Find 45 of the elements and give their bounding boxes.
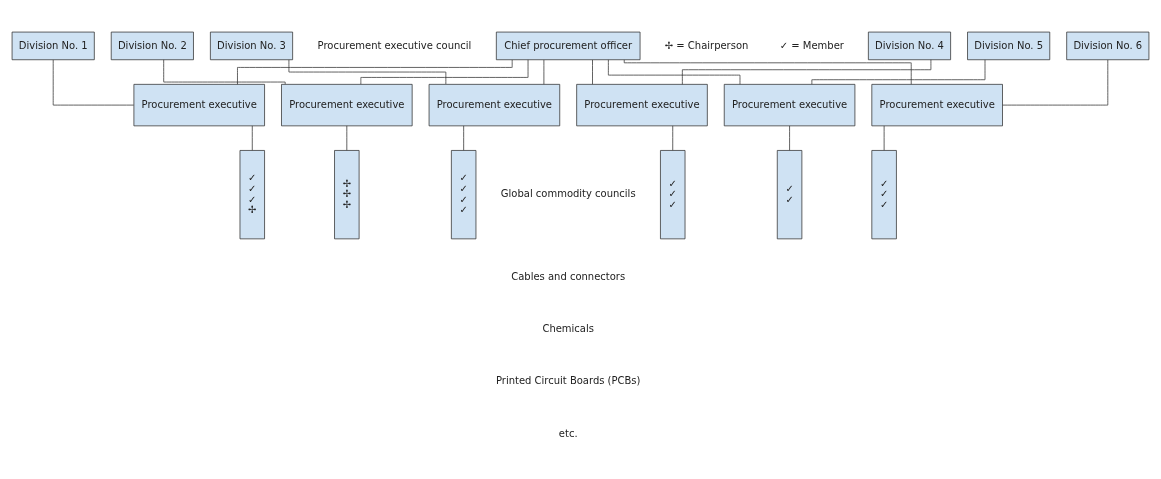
connector	[288, 59, 447, 84]
connector	[463, 125, 465, 151]
node-box: Division No. 2	[110, 31, 194, 60]
node-box: Procurement executive	[871, 83, 1003, 126]
label: Chemicals	[542, 322, 594, 334]
connector	[346, 125, 348, 151]
node-box: ✓ ✓ ✓ ✓	[450, 149, 477, 239]
node-box: ✓ ✓ ✓	[660, 149, 686, 239]
node-box: ✓ ✓ ✓ ✢	[239, 149, 265, 239]
node-box: Procurement executive	[723, 83, 856, 126]
node-box: Division No. 5	[967, 31, 1051, 60]
label: ✓ = Member	[779, 39, 844, 51]
node-box: Division No. 4	[868, 31, 951, 60]
node-box: ✢ ✢ ✢	[334, 149, 360, 239]
connector	[251, 125, 253, 151]
connector	[1002, 59, 1109, 105]
connector	[811, 58, 986, 85]
label: Printed Circuit Boards (PCBs)	[495, 374, 641, 386]
connector	[360, 58, 529, 84]
label: Procurement executive council	[317, 39, 472, 51]
connector	[52, 59, 135, 105]
connector	[163, 58, 286, 85]
node-box: ✓ ✓ ✓	[871, 149, 897, 239]
connector	[237, 59, 513, 85]
node-box: Procurement executive	[281, 83, 413, 126]
node-box: Division No. 6	[1066, 31, 1150, 60]
label: Cables and connectors	[511, 270, 626, 282]
node-box: ✓ ✓	[776, 149, 803, 239]
node-box: Procurement executive	[133, 83, 265, 126]
node-box: Procurement executive	[576, 83, 708, 126]
connector	[543, 59, 545, 85]
connector	[623, 59, 912, 85]
connector	[672, 125, 674, 151]
label: ✢ = Chairperson	[664, 39, 749, 51]
connector	[681, 58, 932, 85]
node-box: Procurement executive	[428, 83, 561, 126]
connector	[883, 125, 885, 151]
node-box: Chief procurement officer	[495, 31, 641, 60]
connector	[592, 59, 593, 85]
connector	[789, 125, 790, 151]
node-box: Division No. 1	[11, 31, 95, 60]
label: Global commodity councils	[500, 187, 636, 199]
connector	[607, 58, 741, 85]
node-box: Division No. 3	[210, 31, 293, 60]
label: etc.	[558, 427, 578, 439]
